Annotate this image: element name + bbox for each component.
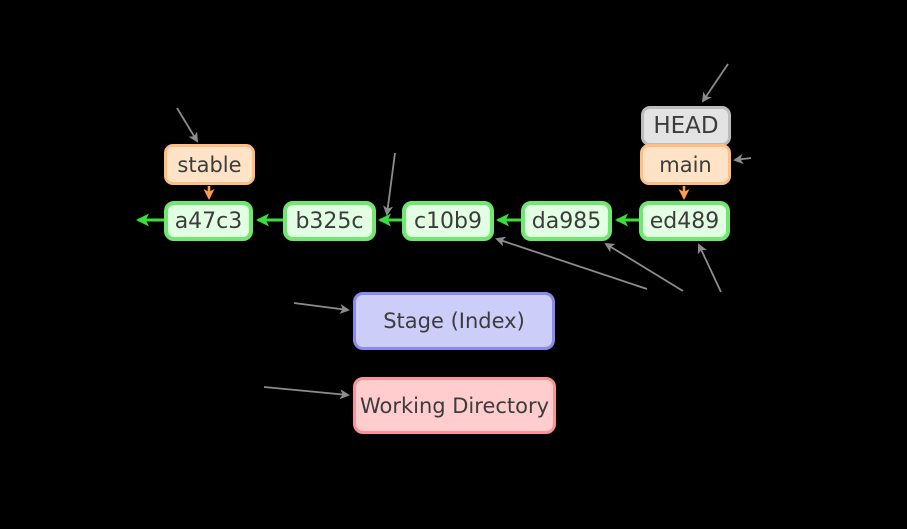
pointer-to-workdir-arrow — [263, 386, 350, 400]
pointer-to-edge-arrow — [383, 152, 396, 216]
ed489-label: ed489 — [649, 208, 720, 234]
branch-main: main — [640, 144, 731, 185]
main-label: main — [659, 152, 712, 177]
commit-a47c3: a47c3 — [164, 201, 253, 241]
pointer-to-c10b9-arrow — [495, 236, 648, 290]
head-label: HEAD — [653, 113, 719, 139]
stage-label: Stage (Index) — [383, 309, 525, 333]
stage-stage: Stage (Index) — [353, 292, 555, 350]
workdir-label: Working Directory — [359, 393, 550, 418]
commit-c10b9: c10b9 — [402, 201, 494, 241]
pointer-to-stage-arrow — [293, 302, 350, 314]
pointer-to-main-arrow — [733, 154, 752, 164]
pointer-to-stable-arrow — [176, 107, 199, 143]
commit-ed489: ed489 — [639, 201, 730, 241]
pointer-to-ed489-arrow — [697, 243, 722, 293]
a47c3-label: a47c3 — [174, 208, 243, 234]
commit-b325c: b325c — [283, 201, 376, 241]
pointer-to-head-arrow — [701, 63, 729, 103]
c10b9-label: c10b9 — [413, 208, 483, 234]
branch-stable: stable — [164, 144, 255, 185]
pointer-to-da985-arrow — [604, 242, 684, 292]
workdir-workdir: Working Directory — [353, 377, 556, 434]
head-box: HEAD — [641, 106, 731, 146]
commit-da985: da985 — [521, 201, 612, 241]
b325c-label: b325c — [295, 208, 364, 234]
da985-label: da985 — [531, 208, 602, 234]
stable-label: stable — [177, 152, 242, 177]
